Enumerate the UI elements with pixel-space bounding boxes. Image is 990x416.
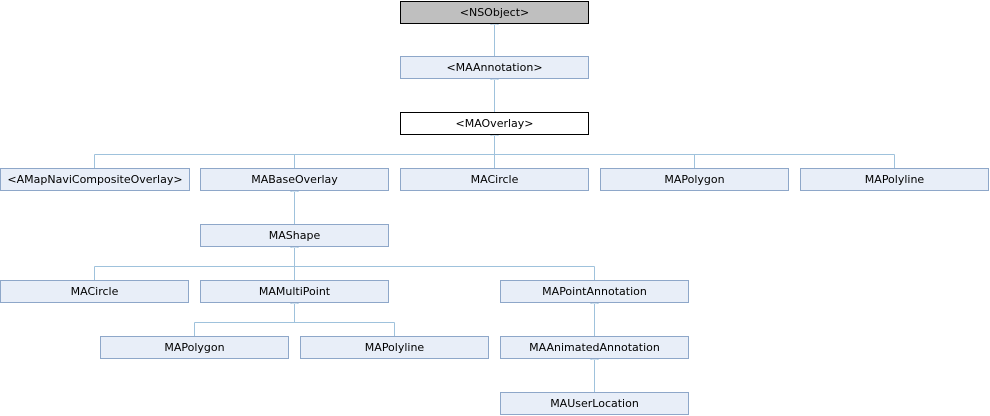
node-mamultipoint[interactable]: MAMultiPoint <box>200 280 389 303</box>
node-mashape[interactable]: MAShape <box>200 224 389 247</box>
node-mauserlocation[interactable]: MAUserLocation <box>500 392 689 415</box>
node-maanimatedannotation[interactable]: MAAnimatedAnnotation <box>500 336 689 359</box>
node-mapolyline[interactable]: MAPolyline <box>800 168 989 191</box>
node-mapointannotation[interactable]: MAPointAnnotation <box>500 280 689 303</box>
node-macircle-shape[interactable]: MACircle <box>0 280 189 303</box>
node-mabaseoverlay[interactable]: MABaseOverlay <box>200 168 389 191</box>
node-maannotation[interactable]: <MAAnnotation> <box>400 56 589 79</box>
node-macircle[interactable]: MACircle <box>400 168 589 191</box>
node-mapolyline-multipoint[interactable]: MAPolyline <box>300 336 489 359</box>
inheritance-edge-group <box>94 248 595 280</box>
node-mapolygon[interactable]: MAPolygon <box>600 168 789 191</box>
inheritance-edge-group <box>194 304 395 336</box>
node-nsobject[interactable]: <NSObject> <box>400 1 589 24</box>
node-maoverlay[interactable]: <MAOverlay> <box>400 112 589 135</box>
node-amapnavi-composite-overlay[interactable]: <AMapNaviCompositeOverlay> <box>0 168 190 191</box>
node-mapolygon-multipoint[interactable]: MAPolygon <box>100 336 289 359</box>
inheritance-edge-group <box>94 136 895 168</box>
